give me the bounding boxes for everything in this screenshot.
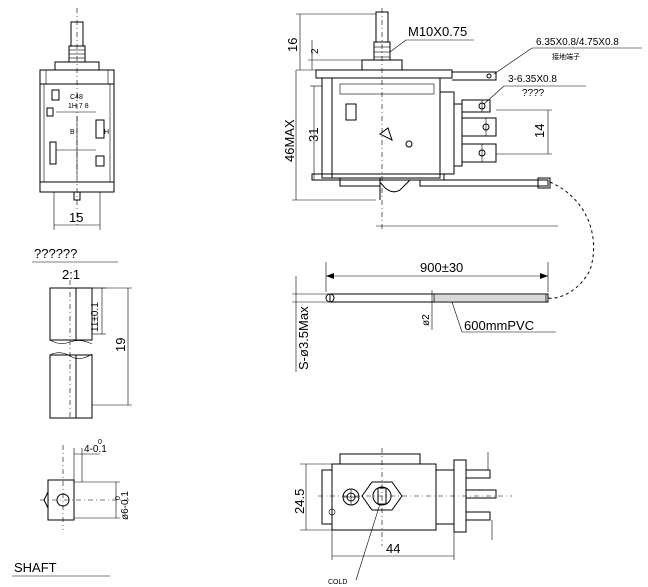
front-marking-numbers: 1H 7 8: [68, 103, 89, 110]
dim-11: 11±0.1: [90, 302, 101, 332]
terminal-note: 接地端子: [552, 52, 580, 61]
front-marking-h: H: [104, 129, 109, 136]
dim-6: ø6-0.1: [120, 491, 131, 520]
top-view: 24.5 44 COLD: [292, 448, 512, 586]
front-view: C48 1H 7 8 B H 15: [39, 8, 115, 230]
dim-16: 16: [285, 38, 300, 52]
dim-31: 31: [306, 128, 321, 142]
dim-24-5: 24.5: [292, 489, 307, 514]
dim-19: 19: [113, 338, 128, 352]
side-view: 16 2 46MAX 31 M10X0.75 6.35X0.8/4.75X0.8…: [282, 8, 642, 230]
capillary: 900±30 S-ø3.5Max ø2 600mmPVC: [292, 181, 595, 372]
detail-2to1: ?????? 2:1 11±0.1 19: [32, 246, 132, 420]
shaft-detail: 4-0.1 0 ø6-0.1 0 SHAFT: [12, 439, 131, 577]
dim-14: 14: [532, 124, 547, 138]
front-marking-c48: C48: [70, 94, 83, 101]
terminals-label: 3-6.35X0.8: [508, 74, 557, 85]
tube-diameter: S-ø3.5Max: [296, 306, 311, 370]
dim-15: 15: [69, 210, 83, 225]
dim-4: 4-0.1: [84, 444, 107, 455]
detail-scale: 2:1: [62, 267, 80, 282]
shaft-label: SHAFT: [14, 560, 57, 575]
dim-phi2: ø2: [421, 314, 432, 326]
dim-4-sup: 0: [98, 439, 102, 446]
terminal-size-label: 6.35X0.8/4.75X0.8: [536, 37, 619, 48]
dim-6-sup: 0: [115, 496, 122, 500]
capillary-length: 900±30: [420, 260, 463, 275]
dim-2: 2: [310, 48, 321, 54]
front-marking-b: B: [70, 129, 75, 136]
thread-label: M10X0.75: [408, 24, 467, 39]
pvc-label: 600mmPVC: [464, 318, 534, 333]
terminals-note: ????: [522, 88, 545, 99]
detail-caption: ??????: [34, 246, 77, 261]
dim-44: 44: [386, 541, 400, 556]
dim-46max: 46MAX: [282, 119, 297, 162]
cold-label: COLD: [328, 579, 347, 586]
